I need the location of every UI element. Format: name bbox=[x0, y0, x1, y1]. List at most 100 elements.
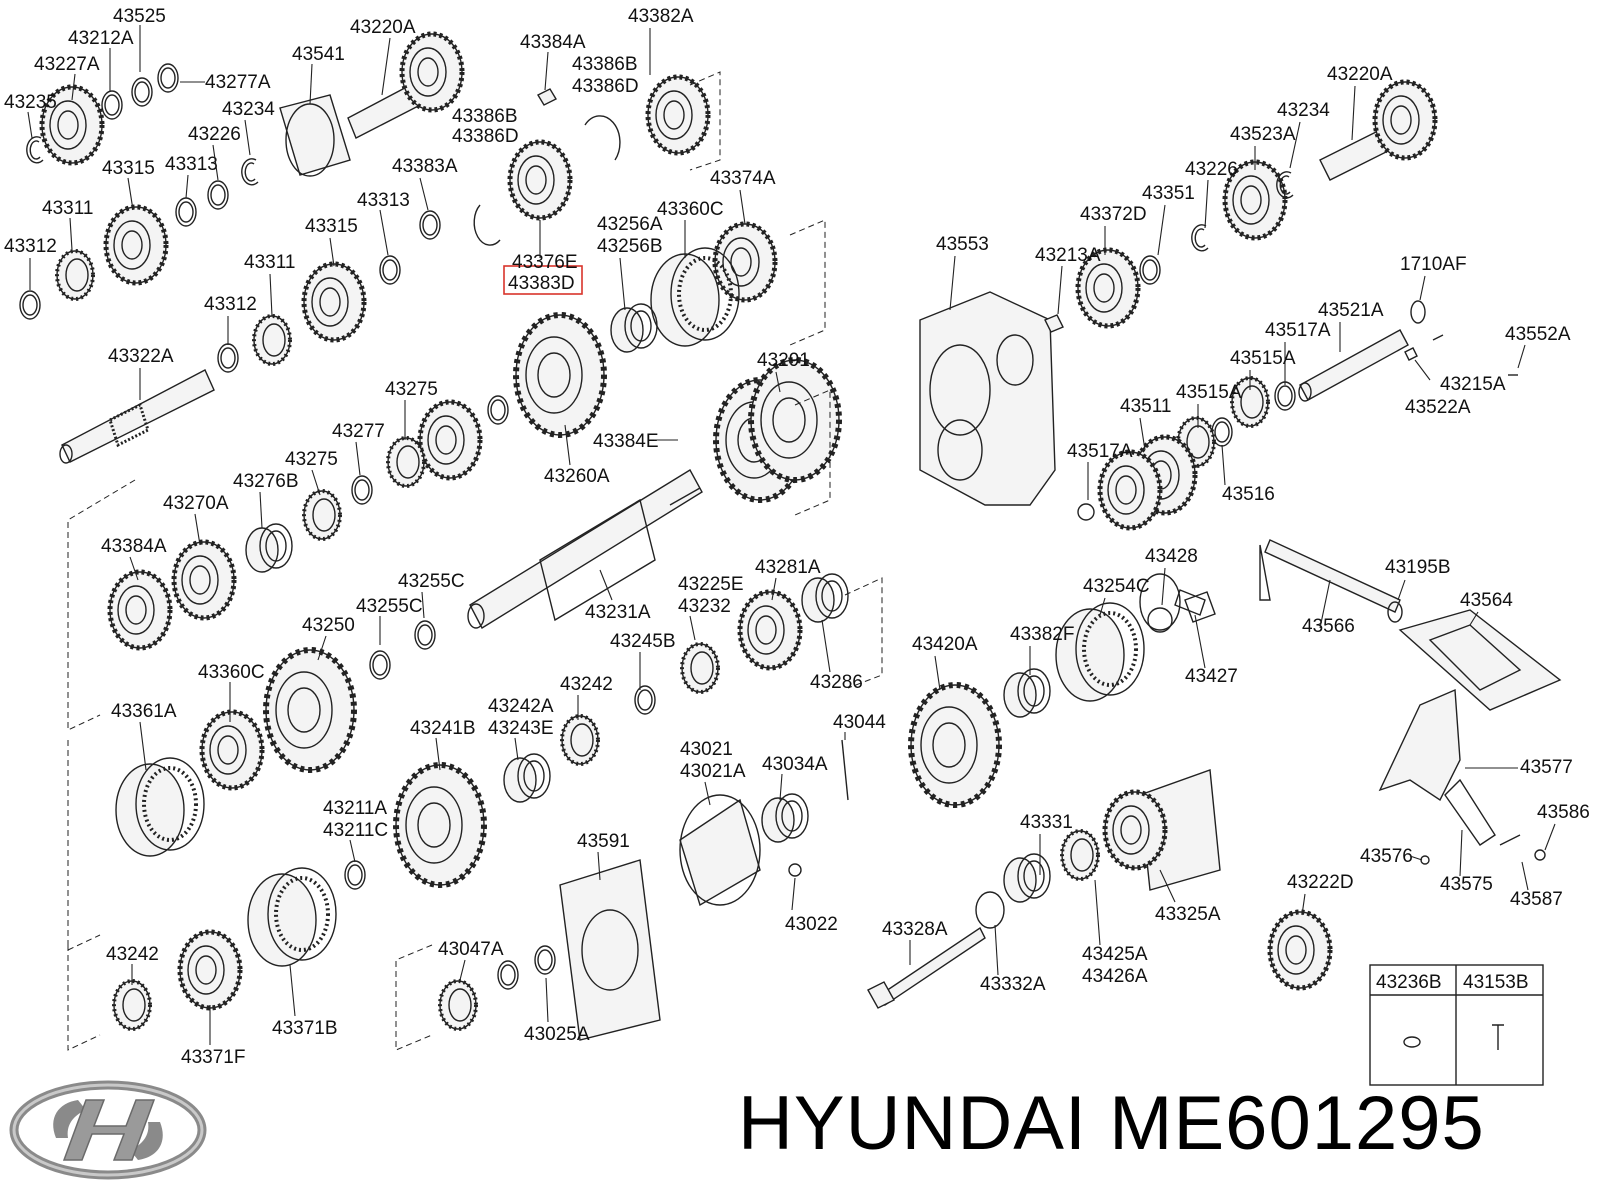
part-label: 43034A bbox=[762, 754, 828, 775]
part-label: 43256B bbox=[597, 236, 663, 257]
part-label: 43215A bbox=[1440, 374, 1506, 395]
part-label: 43254C bbox=[1083, 576, 1150, 597]
part-label: 43522A bbox=[1405, 397, 1471, 418]
part-label: 43376E bbox=[512, 252, 578, 273]
part-label: 1710AF bbox=[1400, 254, 1467, 275]
part-label: 43420A bbox=[912, 634, 978, 655]
highlight-box bbox=[503, 265, 583, 295]
part-label: 43235 bbox=[4, 92, 57, 113]
part-label: 43225E bbox=[678, 574, 744, 595]
part-label: 43242A bbox=[488, 696, 554, 717]
part-label: 43241B bbox=[410, 718, 476, 739]
part-label: 43515A bbox=[1230, 348, 1296, 369]
part-label: 43313 bbox=[357, 190, 410, 211]
part-label: 43586 bbox=[1537, 802, 1590, 823]
part-label: 43332A bbox=[980, 974, 1046, 995]
part-label: 43386B bbox=[572, 54, 638, 75]
part-label: 43383A bbox=[392, 156, 458, 177]
part-label: 43231A bbox=[585, 602, 651, 623]
part-label: 43227A bbox=[34, 54, 100, 75]
part-label: 43566 bbox=[1302, 616, 1355, 637]
part-label: 43213A bbox=[1035, 245, 1101, 266]
part-label: 43517A bbox=[1067, 441, 1133, 462]
part-label: 43587 bbox=[1510, 889, 1563, 910]
part-label: 43328A bbox=[882, 919, 948, 940]
part-label: 43428 bbox=[1145, 546, 1198, 567]
part-label: 43044 bbox=[833, 712, 886, 733]
part-label: 43523A bbox=[1230, 124, 1296, 145]
part-label: 43426A bbox=[1082, 966, 1148, 987]
part-label: 43226 bbox=[188, 124, 241, 145]
part-label: 43313 bbox=[165, 154, 218, 175]
part-label: 43516 bbox=[1222, 484, 1275, 505]
part-label: 43374A bbox=[710, 168, 776, 189]
part-label: 43515A bbox=[1176, 382, 1242, 403]
part-label: 43291 bbox=[757, 350, 810, 371]
part-labels: 43525 43212A 43227A 43277A 43235 43234 4… bbox=[4, 6, 1590, 1068]
part-label: 43255C bbox=[398, 571, 465, 592]
part-label: 43521A bbox=[1318, 300, 1384, 321]
part-label: 43312 bbox=[4, 236, 57, 257]
part-label: 43384A bbox=[101, 536, 167, 557]
part-label: 43511 bbox=[1120, 396, 1171, 417]
table-header: 43153B bbox=[1463, 972, 1529, 993]
part-label: 43220A bbox=[350, 17, 416, 38]
part-label: 43250 bbox=[302, 615, 355, 636]
part-label: 43277 bbox=[332, 421, 385, 442]
part-label: 43276B bbox=[233, 471, 299, 492]
part-label: 43047A bbox=[438, 939, 504, 960]
part-label: 43234 bbox=[222, 99, 275, 120]
left-gear-train bbox=[19, 34, 883, 1051]
part-label: 43427 bbox=[1185, 666, 1238, 687]
part-label: 43564 bbox=[1460, 590, 1513, 611]
part-label: 43220A bbox=[1327, 64, 1393, 85]
highlighted-part-label: 43383D bbox=[508, 273, 575, 294]
part-label: 43212A bbox=[68, 28, 134, 49]
part-label: 43195B bbox=[1385, 557, 1451, 578]
part-label: 43591 bbox=[577, 831, 630, 852]
part-label: 43211A bbox=[323, 798, 387, 819]
part-label: 43242 bbox=[106, 944, 159, 965]
part-label: 43222D bbox=[1287, 872, 1354, 893]
part-label: 43281A bbox=[755, 557, 821, 578]
part-label: 43386D bbox=[452, 126, 519, 147]
part-label: 43386B bbox=[452, 106, 518, 127]
part-label: 43260A bbox=[544, 466, 610, 487]
part-label: 43552A bbox=[1505, 324, 1571, 345]
part-label: 43234 bbox=[1277, 100, 1330, 121]
part-label: 43361A bbox=[111, 701, 177, 722]
part-label: 43425A bbox=[1082, 944, 1148, 965]
part-label: 43286 bbox=[810, 672, 863, 693]
part-label: 43256A bbox=[597, 214, 663, 235]
part-label: 43576 bbox=[1360, 846, 1413, 867]
part-label: 43275 bbox=[285, 449, 338, 470]
part-label: 43022 bbox=[785, 914, 838, 935]
part-label: 43386D bbox=[572, 76, 639, 97]
part-label: 43311 bbox=[244, 252, 295, 273]
part-label: 43211C bbox=[323, 820, 388, 841]
part-label: 43277A bbox=[205, 72, 271, 93]
part-label: 43226 bbox=[1185, 159, 1238, 180]
part-label: 43541 bbox=[292, 44, 345, 65]
part-label: 43311 bbox=[42, 198, 93, 219]
part-label: 43382A bbox=[628, 6, 694, 27]
part-number: ME601295 bbox=[1109, 1081, 1485, 1166]
part-label: 43232 bbox=[678, 596, 731, 617]
part-label: 43255C bbox=[356, 596, 423, 617]
hyundai-logo bbox=[9, 1080, 207, 1180]
part-label: 43371F bbox=[181, 1047, 245, 1068]
part-label: 43360C bbox=[198, 662, 265, 683]
part-label: 43242 bbox=[560, 674, 613, 695]
part-label: 43315 bbox=[305, 216, 358, 237]
part-label: 43382F bbox=[1010, 624, 1074, 645]
part-label: 43384E bbox=[593, 431, 659, 452]
part-label: 43021 bbox=[680, 739, 733, 760]
part-label: 43245B bbox=[610, 631, 676, 652]
part-label: 43331 bbox=[1020, 812, 1073, 833]
part-label: 43384A bbox=[520, 32, 586, 53]
table-header: 43236B bbox=[1376, 972, 1442, 993]
part-label: 43275 bbox=[385, 379, 438, 400]
part-label: 43243E bbox=[488, 718, 554, 739]
part-label: 43577 bbox=[1520, 757, 1573, 778]
